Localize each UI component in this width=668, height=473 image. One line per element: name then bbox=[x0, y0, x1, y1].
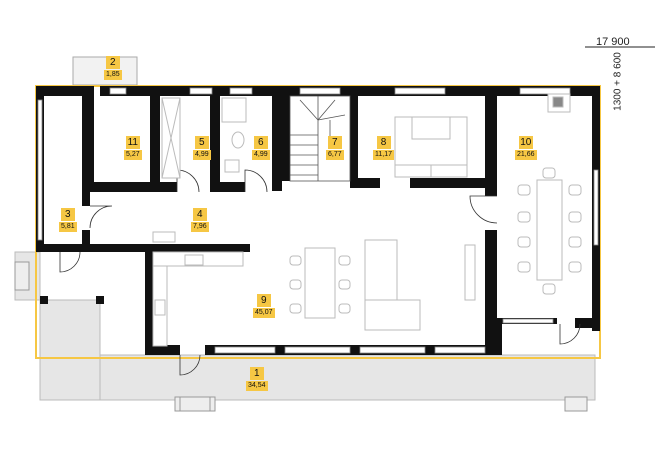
room-label-1: 1 34,54 bbox=[246, 367, 268, 391]
room-number: 8 bbox=[376, 136, 391, 149]
room-number: 6 bbox=[253, 136, 268, 149]
room-area: 6,77 bbox=[326, 150, 344, 160]
room-number: 9 bbox=[256, 294, 271, 307]
width-dimension: 17 900 bbox=[596, 36, 630, 48]
room-label-3: 3 5,81 bbox=[59, 208, 77, 232]
room-number: 10 bbox=[518, 136, 533, 149]
room-area: 11,17 bbox=[373, 150, 394, 160]
staircase bbox=[289, 95, 351, 182]
room-number: 4 bbox=[192, 208, 207, 221]
height-dimension: 1300 + 8 600 bbox=[612, 52, 624, 111]
room-label-6: 6 4,99 bbox=[252, 136, 270, 160]
room-number: 1 bbox=[249, 367, 264, 380]
room-area: 21,66 bbox=[515, 150, 537, 160]
room-label-5: 5 4,99 bbox=[193, 136, 211, 160]
room-number: 7 bbox=[327, 136, 342, 149]
room-area: 4,99 bbox=[193, 150, 211, 160]
room-label-9: 9 45,07 bbox=[253, 294, 275, 318]
furniture bbox=[152, 93, 582, 347]
room-label-8: 8 11,17 bbox=[373, 136, 394, 160]
room-area: 7,96 bbox=[191, 222, 209, 232]
room-number: 3 bbox=[60, 208, 75, 221]
room-label-11: 11 5,27 bbox=[124, 136, 142, 160]
room-area: 1,85 bbox=[104, 70, 122, 80]
room-number: 11 bbox=[125, 136, 140, 149]
room-label-4: 4 7,96 bbox=[191, 208, 209, 232]
room-area: 34,54 bbox=[246, 381, 268, 391]
room-number: 5 bbox=[194, 136, 209, 149]
room-number: 2 bbox=[105, 56, 120, 69]
windows bbox=[37, 87, 599, 354]
room-area: 45,07 bbox=[253, 308, 275, 318]
dimension-line bbox=[585, 46, 655, 48]
terrace-steps bbox=[14, 261, 588, 412]
room-area: 4,99 bbox=[252, 150, 270, 160]
room-area: 5,81 bbox=[59, 222, 77, 232]
room-label-10: 10 21,66 bbox=[515, 136, 537, 160]
room-area: 5,27 bbox=[124, 150, 142, 160]
room-label-2: 2 1,85 bbox=[104, 56, 122, 80]
doors bbox=[59, 169, 581, 376]
room-label-7: 7 6,77 bbox=[326, 136, 344, 160]
